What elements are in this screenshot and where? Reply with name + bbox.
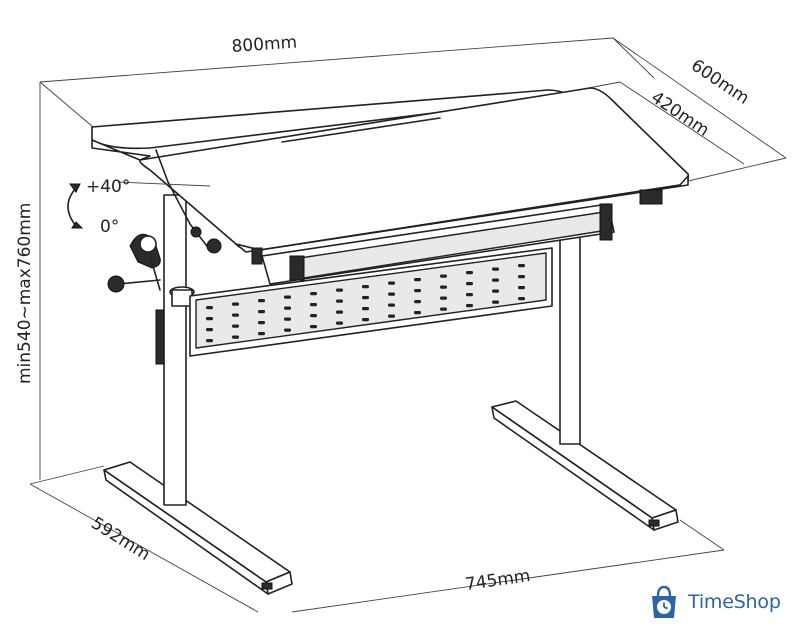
panel-slot <box>310 314 317 318</box>
panel-slot <box>518 264 525 268</box>
panel-slot <box>362 296 369 300</box>
panel-slot <box>232 313 239 317</box>
panel-slot <box>518 275 525 279</box>
panel-slot <box>206 328 213 332</box>
panel-slots <box>206 264 525 343</box>
panel-slot <box>492 300 499 304</box>
panel-slot <box>284 317 291 321</box>
panel-slot <box>336 299 343 303</box>
panel-slot <box>388 314 395 318</box>
crank-handle <box>107 233 161 293</box>
brand-logo[interactable]: TimeShop <box>644 580 804 624</box>
right-leg <box>559 231 581 445</box>
right-foot <box>491 400 679 531</box>
panel-slot <box>414 311 421 315</box>
panel-slot <box>206 306 213 310</box>
panel-slot <box>310 303 317 307</box>
brand-name: TimeShop <box>688 591 781 613</box>
panel-slot <box>492 278 499 282</box>
panel-slot <box>388 281 395 285</box>
panel-slot <box>414 300 421 304</box>
panel-slot <box>362 307 369 311</box>
panel-slot <box>258 299 265 303</box>
panel-slot <box>284 295 291 299</box>
panel-slot <box>466 293 473 297</box>
panel-slot <box>492 267 499 271</box>
tilt-indicator <box>67 181 211 229</box>
panel-slot <box>362 318 369 322</box>
panel-slot <box>492 289 499 293</box>
panel-slot <box>232 302 239 306</box>
panel-slot <box>258 332 265 336</box>
width-top-label: 800mm <box>231 32 298 57</box>
panel-slot <box>388 303 395 307</box>
panel-slot <box>336 288 343 292</box>
tilt-min-label: 0° <box>100 217 119 237</box>
panel-slot <box>414 278 421 282</box>
panel-slot <box>336 310 343 314</box>
base-width-label: 745mm <box>464 566 532 595</box>
panel-slot <box>518 286 525 290</box>
panel-slot <box>206 339 213 343</box>
panel-slot <box>466 304 473 308</box>
modesty-panel <box>189 247 553 357</box>
depth-top-label: 600mm <box>687 56 753 109</box>
panel-slot <box>258 310 265 314</box>
panel-slot <box>310 325 317 329</box>
panel-slot <box>362 285 369 289</box>
panel-slot <box>466 271 473 275</box>
panel-slot <box>466 282 473 286</box>
panel-slot <box>414 289 421 293</box>
base-depth-label: 592mm <box>87 513 153 565</box>
panel-slot <box>440 285 447 289</box>
panel-slot <box>440 307 447 311</box>
tilt-max-label: +40° <box>86 177 130 197</box>
panel-slot <box>440 296 447 300</box>
panel-slot <box>284 328 291 332</box>
panel-slot <box>336 321 343 325</box>
panel-slot <box>284 306 291 310</box>
panel-slot <box>232 335 239 339</box>
panel-slot <box>310 292 317 296</box>
panel-slot <box>440 274 447 278</box>
panel-slot <box>518 297 525 301</box>
left-leg <box>155 194 195 506</box>
panel-slot <box>206 317 213 321</box>
shopping-bag-clock-icon <box>652 585 676 618</box>
tilt-depth-label: 420mm <box>647 88 713 141</box>
height-range-label: min540~max760mm <box>15 203 35 384</box>
panel-slot <box>258 321 265 325</box>
panel-slot <box>388 292 395 296</box>
desk-top <box>91 87 690 285</box>
left-foot <box>103 461 293 595</box>
panel-slot <box>232 324 239 328</box>
